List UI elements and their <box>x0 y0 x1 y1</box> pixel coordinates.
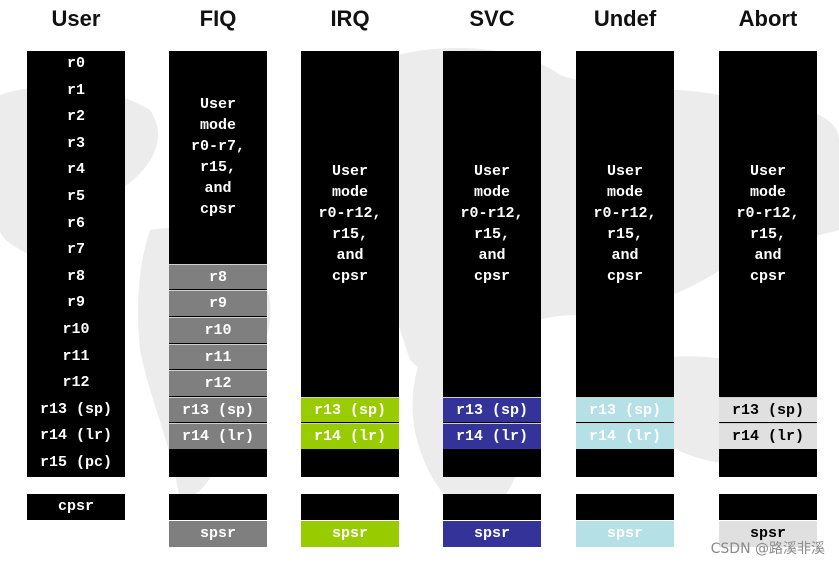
banked-register-cell: r13 (sp) <box>301 396 399 423</box>
column-header-fiq: FIQ <box>199 6 237 31</box>
status-register-blank <box>169 494 267 520</box>
register-cell: r7 <box>27 237 125 264</box>
shared-registers-note: User mode r0-r12, r15, and cpsr <box>318 162 382 285</box>
register-cell: r14 (lr) <box>27 423 125 450</box>
status-register-spsr: spsr <box>719 521 817 547</box>
status-register-blank <box>719 494 817 520</box>
register-cell: r3 <box>27 130 125 158</box>
register-cell: r12 <box>27 370 125 397</box>
status-register-spsr: spsr <box>301 521 399 547</box>
banked-register-cell: r13 (sp) <box>169 396 267 423</box>
column-header-abort: Abort <box>738 6 798 31</box>
banked-register-cell: r14 (lr) <box>719 423 817 449</box>
status-register-spsr: spsr <box>443 521 541 547</box>
shared-registers-note: User mode r0-r12, r15, and cpsr <box>736 162 800 285</box>
register-cell: r9 <box>27 290 125 317</box>
register-cell: r11 <box>27 343 125 371</box>
banked-register-cell: r9 <box>169 290 267 316</box>
register-cell: r2 <box>27 104 125 131</box>
column-header-irq: IRQ <box>330 6 370 31</box>
banked-register-cell: r12 <box>169 370 267 396</box>
status-register-cpsr: cpsr <box>27 494 125 520</box>
shared-registers-note: User mode r0-r12, r15, and cpsr <box>460 162 524 285</box>
register-cell: r13 (sp) <box>27 396 125 424</box>
register-cell: r6 <box>27 210 125 238</box>
shared-registers-note: User mode r0-r7, r15, and cpsr <box>190 96 245 219</box>
register-cell: r1 <box>27 77 125 105</box>
banked-register-cell: r8 <box>169 263 267 290</box>
banked-register-cell: r11 <box>169 343 267 370</box>
register-cell: r5 <box>27 184 125 211</box>
register-cell: r4 <box>27 157 125 184</box>
status-register-spsr: spsr <box>576 521 674 547</box>
column-header-user: User <box>51 6 101 31</box>
banked-register-cell: r14 (lr) <box>301 423 399 449</box>
watermark-text: CSDN @路溪非溪 <box>710 541 825 557</box>
banked-register-cell: r13 (sp) <box>719 396 817 423</box>
status-register-blank <box>576 494 674 520</box>
status-register-blank <box>443 494 541 520</box>
banked-register-cell: r10 <box>169 317 267 343</box>
status-register-blank <box>301 494 399 520</box>
register-cell: r8 <box>27 263 125 291</box>
banked-register-cell: r13 (sp) <box>443 396 541 423</box>
register-cell: r10 <box>27 317 125 344</box>
column-header-undef: Undef <box>593 6 657 31</box>
banked-register-cell: r14 (lr) <box>169 423 267 449</box>
register-cell: r15 (pc) <box>27 450 125 477</box>
register-cell: r0 <box>27 51 125 78</box>
banked-register-cell: r13 (sp) <box>576 396 674 423</box>
status-register-spsr: spsr <box>169 521 267 547</box>
shared-registers-note: User mode r0-r12, r15, and cpsr <box>593 162 657 285</box>
column-header-svc: SVC <box>469 6 515 31</box>
banked-register-cell: r14 (lr) <box>443 423 541 449</box>
banked-register-cell: r14 (lr) <box>576 423 674 449</box>
